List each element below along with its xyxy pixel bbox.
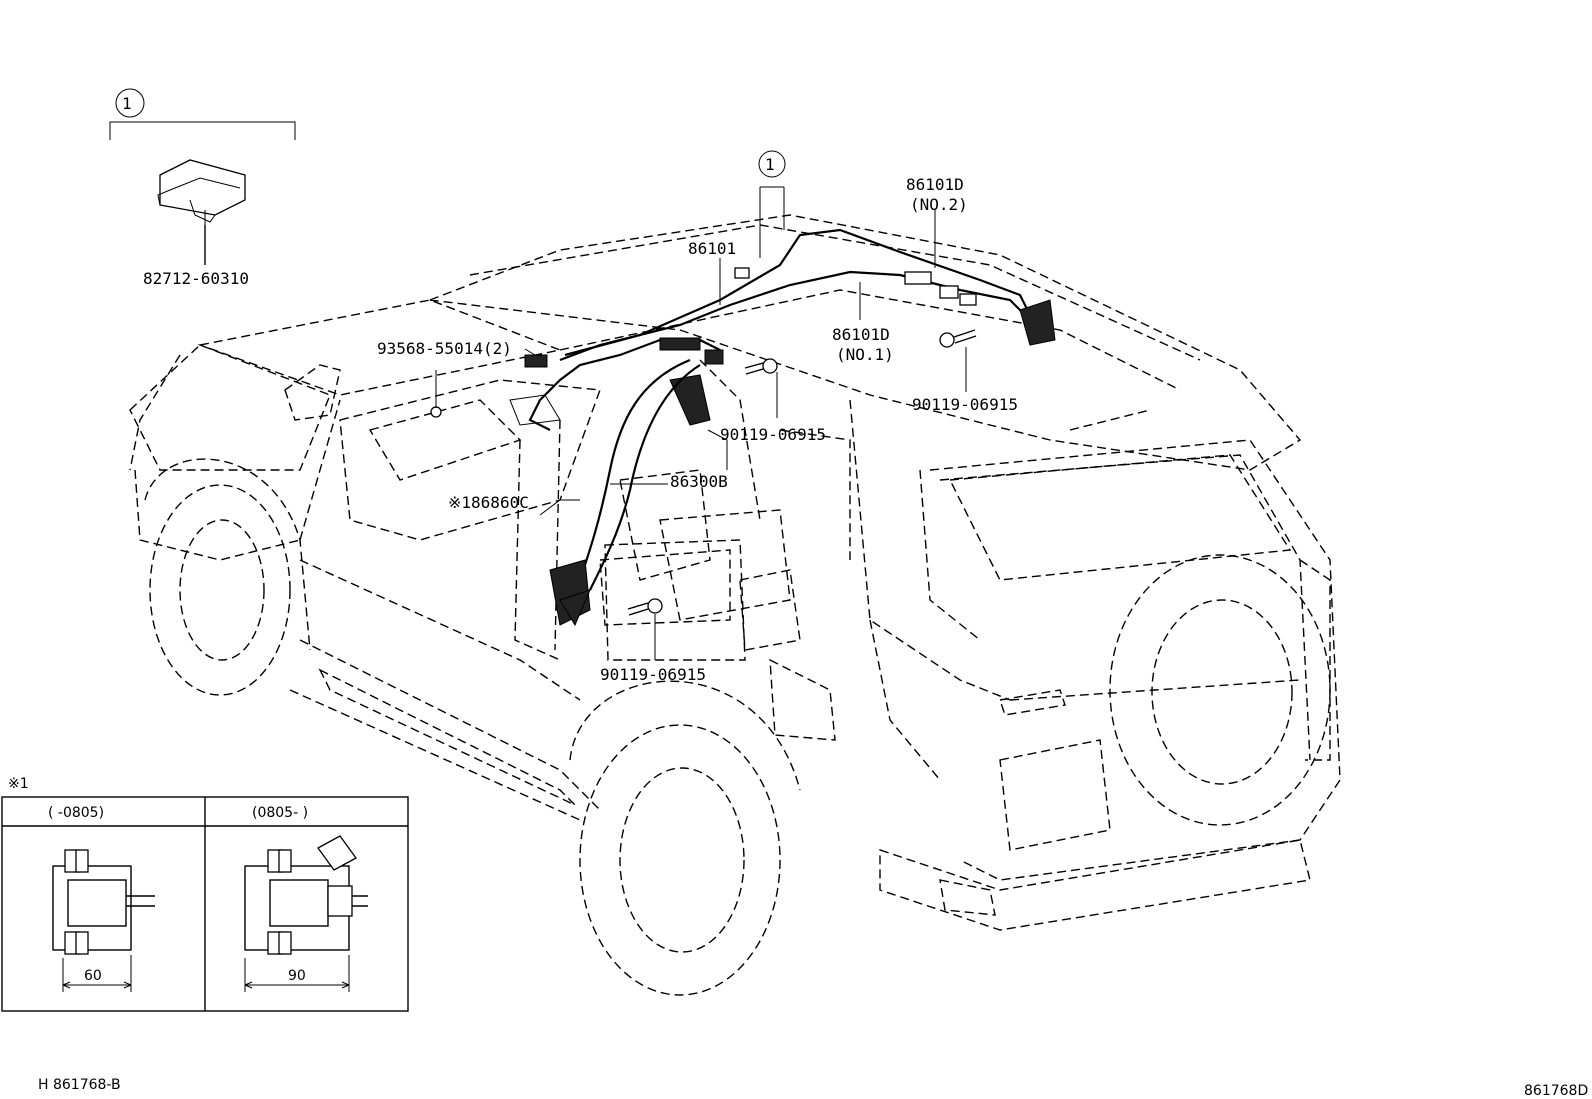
module-variant-1 [52,849,155,992]
inset-col1-header: ( -0805) [48,805,104,821]
bracket-detail [109,88,296,265]
part-number-module: ※186860C [448,493,529,512]
part-number-harness-no1: 86101D [832,325,890,344]
bolt-floor-icon [627,598,663,616]
part-number-harness-no2: 86101D [906,175,964,194]
leader-lines [435,210,967,660]
part-number-bolt-roof: 90119-06915 [912,395,1018,414]
footer-right-code: 861768D [1524,1083,1588,1099]
inset-col2-header: (0805- ) [252,805,308,821]
callout-bracket-harness [758,150,786,258]
clip-icon [430,406,442,418]
part-number-clip: 93568-55014(2) [377,339,512,358]
wire-harness-dash [509,337,724,431]
part-sub-harness-no2: (NO.2) [910,195,968,214]
inset-col2-dimension: 90 [288,968,306,984]
inset-col1-dimension: 60 [84,968,102,984]
inset-note-marker: ※1 [8,776,29,792]
callout-number-harness: 1 [765,155,775,174]
part-number-bolt-dash: 90119-06915 [720,425,826,444]
vehicle-outline [129,214,1341,996]
wire-harness-roof [559,228,1056,362]
wire-harness-floor [549,358,701,627]
callout-circle-top [115,88,145,118]
callout-number-top: 1 [122,94,132,113]
module-location-box [604,539,746,661]
part-number-harness: 86101 [688,239,736,258]
callout-circle-harness [758,150,786,178]
part-number-harness-floor: 86300B [670,472,728,491]
footer-left-code: H 861768-B [38,1077,121,1093]
module-variant-2 [244,835,368,992]
part-number-bracket: 82712-60310 [143,269,249,288]
bolt-roof-icon [939,329,977,348]
part-number-bolt-floor: 90119-06915 [600,665,706,684]
part-sub-harness-no1: (NO.1) [836,345,894,364]
bolt-dash-icon [744,358,778,375]
variant-inset: ※1 ( -0805) (0805- ) 60 [1,776,409,1012]
